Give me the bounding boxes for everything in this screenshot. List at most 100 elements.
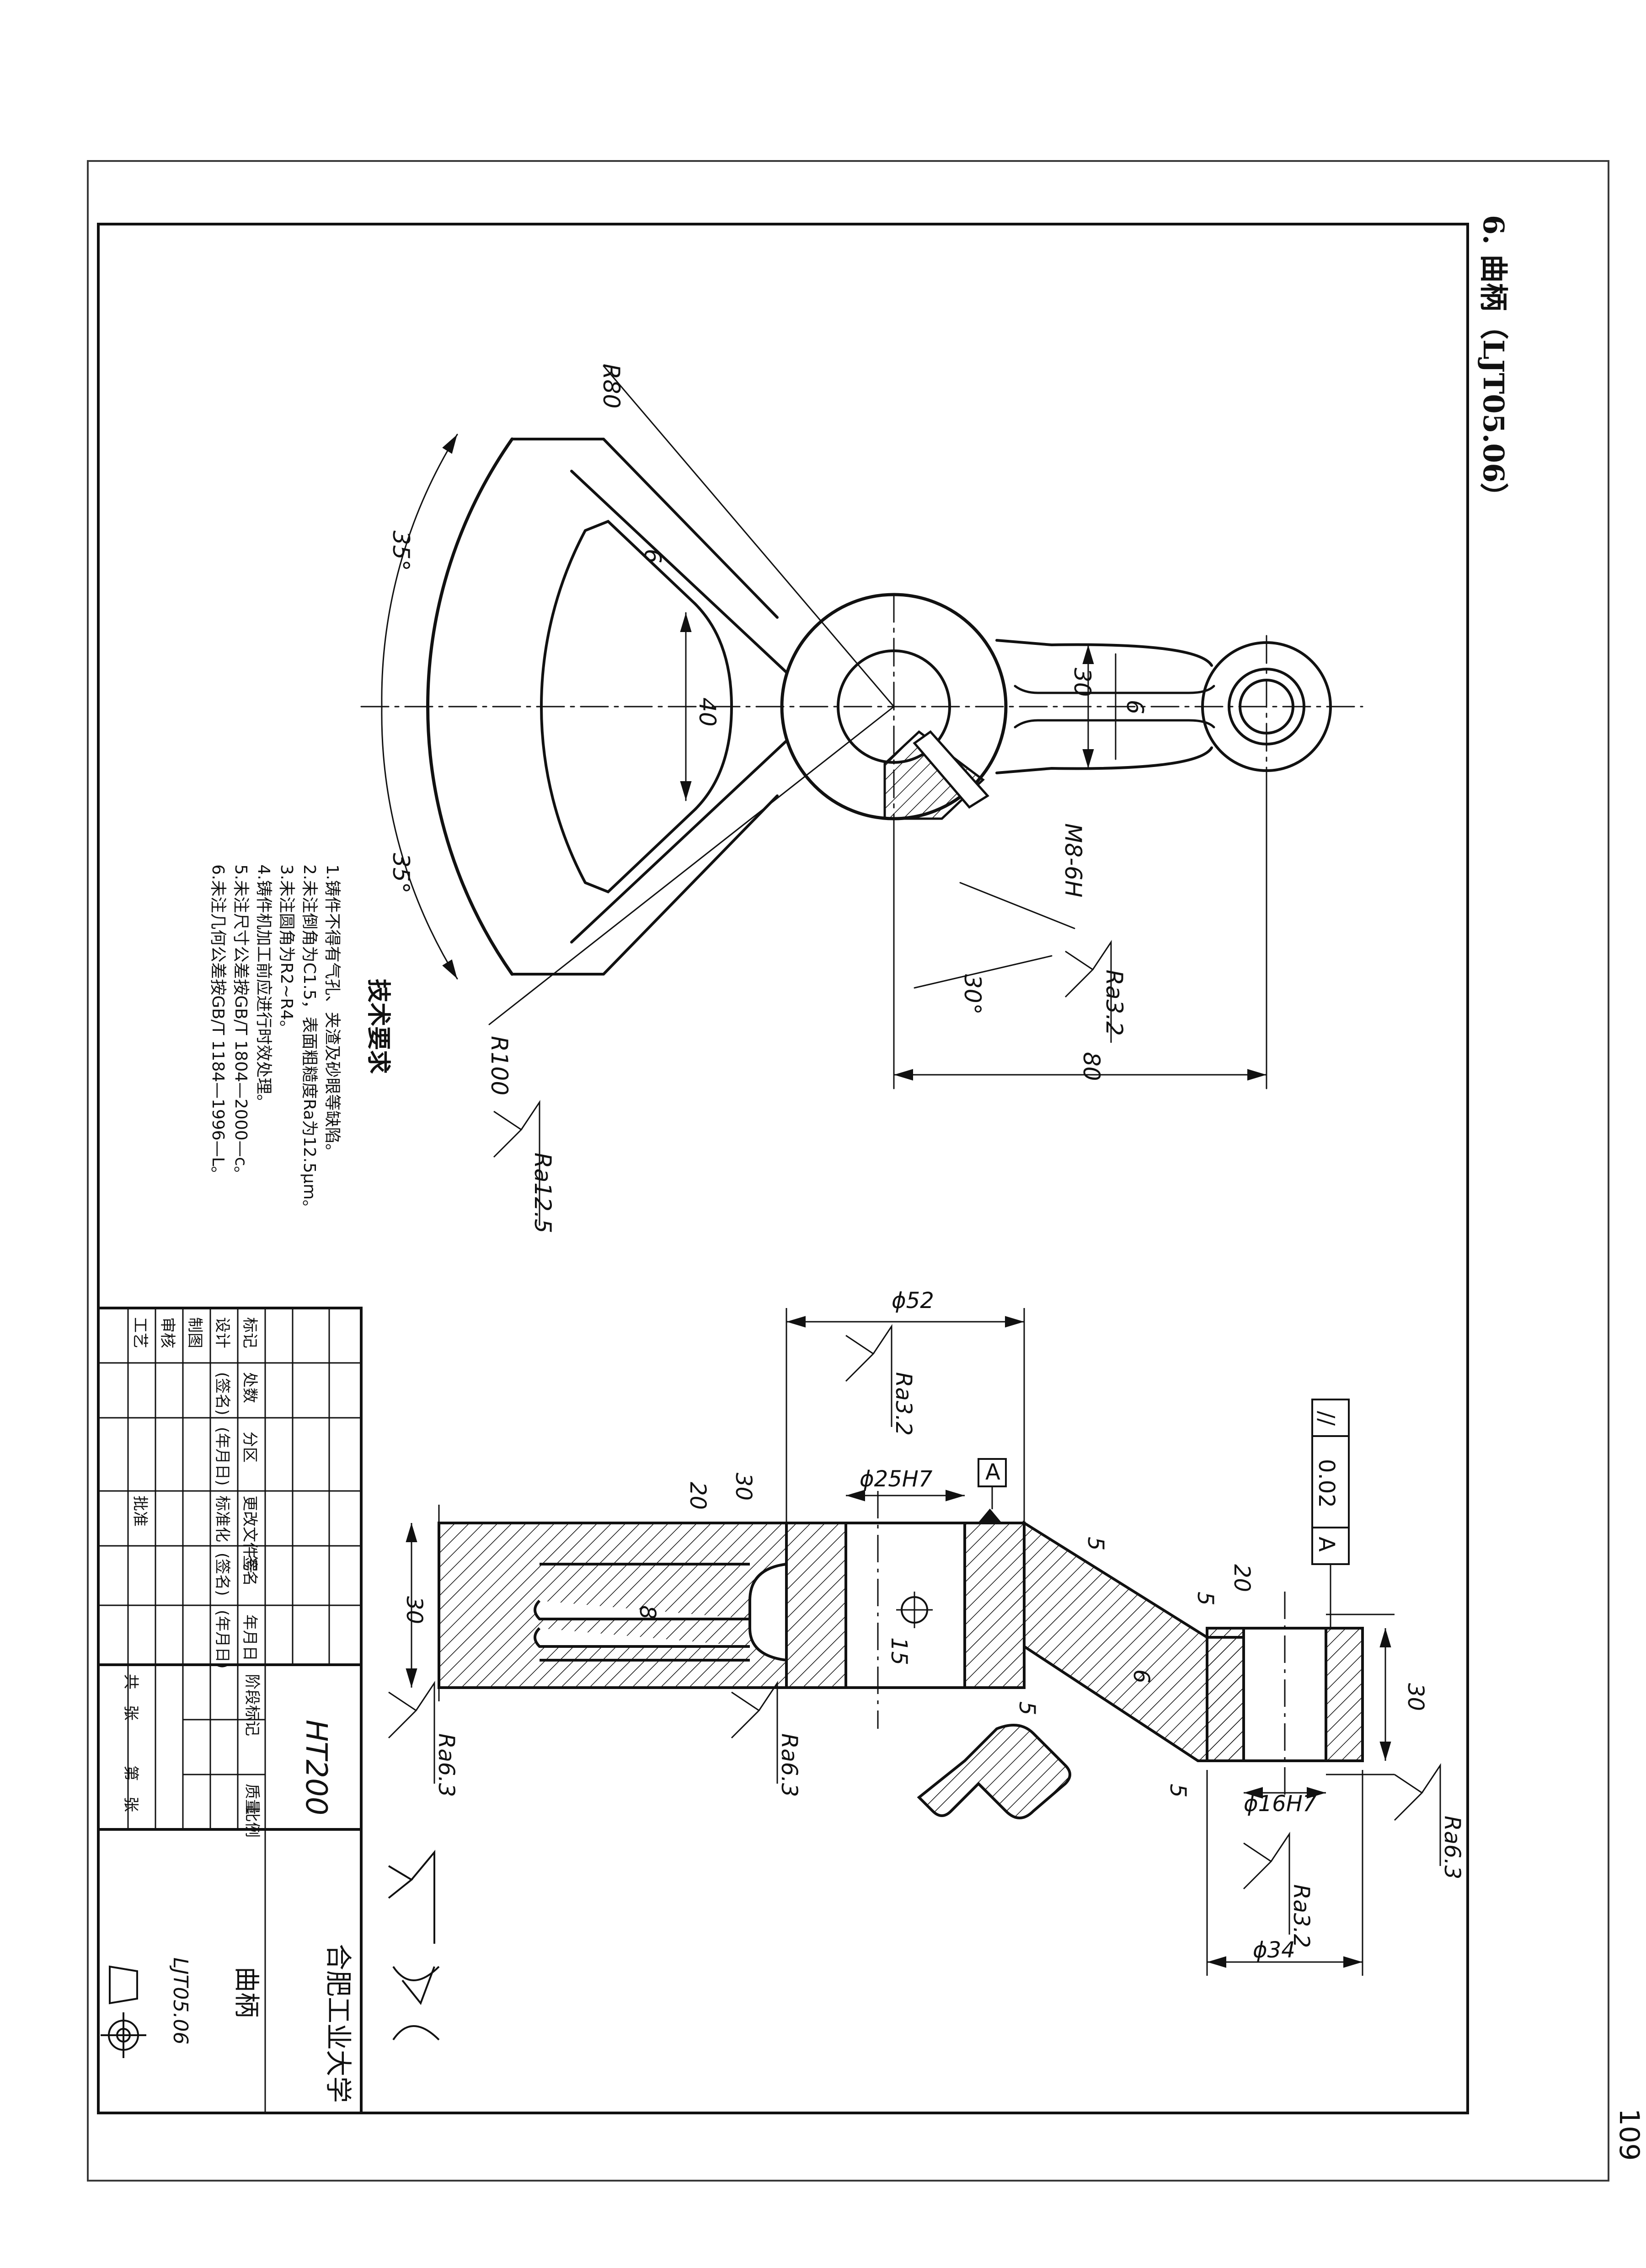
tb-d-sign2: (签名): [213, 1553, 231, 1596]
tb-row-mark: 标记: [240, 1317, 259, 1348]
tech-item-6: 6.未注几何公差按GB/T 1184—1996—L。: [208, 864, 227, 1183]
sector-arm-lower: [570, 740, 788, 976]
dim-20-b: 20: [1229, 1564, 1255, 1592]
dim-5-b: 5: [1192, 1592, 1218, 1606]
dim-40: 40: [694, 697, 721, 727]
tech-item-1: 1.铸件不得有气孔、夹渣及砂眼等缺陷。: [323, 864, 342, 1160]
sector-inner-web: [694, 602, 733, 811]
title-block: [97, 1307, 363, 2114]
tech-item-3: 3.未注圆角为R2~R4。: [277, 864, 296, 1036]
dim-5-a: 5: [1083, 1537, 1108, 1551]
datum-triangle: [977, 1508, 1003, 1523]
link-rib: [1014, 685, 1215, 729]
tb-drawing-no: LJT05.06: [169, 1957, 192, 2044]
dim-angle-left: 35°: [388, 531, 414, 571]
m8-leader: [959, 882, 1075, 929]
dim-r80: R80: [598, 364, 625, 408]
tech-requirements: 技术要求 1.铸件不得有气孔、夹渣及砂眼等缺陷。 2.未注倒角为C1.5，表面粗…: [208, 864, 392, 1216]
tolerance-datum: A: [1314, 1537, 1339, 1552]
dim-6: 6: [1128, 1669, 1154, 1684]
dim-8: 8: [635, 1605, 660, 1619]
small-boss-bore: [1239, 679, 1294, 735]
title-block-text: 标记 设计 制图 审核 工艺 处数 分区 更改文件号 签名 年月日 (签名) (…: [122, 1317, 354, 2103]
tb-weight: 质量: [243, 1784, 261, 1815]
tb-h-change: 更改文件号: [240, 1496, 259, 1573]
dim-d52: ϕ52: [892, 1288, 934, 1314]
small-boss-ring: [1228, 668, 1305, 745]
dim-30-link: 30: [1069, 668, 1096, 697]
m8-hole: [913, 730, 989, 809]
dim-6-arm: 6: [639, 549, 666, 563]
tb-sheets-total: 共 张: [122, 1674, 140, 1721]
dim-30deg: 30°: [959, 974, 986, 1015]
roughness-ra63-a: Ra6.3: [776, 1733, 802, 1797]
roughness-ra63-c: Ra6.3: [1439, 1816, 1465, 1879]
dim-6-link: 6: [1122, 700, 1148, 714]
tb-h-count: 处数: [240, 1372, 259, 1403]
roughness-ra32-top: Ra3.2: [1101, 970, 1128, 1036]
drawing-border: [97, 223, 1469, 2114]
tb-row-review: 审核: [158, 1317, 176, 1348]
tech-item-2: 2.未注倒角为C1.5，表面粗糙度Ra为12.5μm。: [300, 864, 319, 1216]
page-frame: [87, 160, 1609, 2182]
sector-arm-upper: [570, 438, 788, 674]
dim-20-a: 20: [685, 1482, 711, 1510]
link-arm: [995, 639, 1213, 774]
crank-top-view: [360, 365, 1363, 1089]
dim-m8: M8-6H: [1060, 823, 1086, 897]
tb-university: 合肥工业大学: [323, 1944, 354, 2103]
tb-sheet-no: 第 张: [122, 1765, 140, 1812]
tech-item-5: 5.未注尺寸公差按GB/T 1804—2000—c。: [231, 864, 250, 1183]
crank-section-view: [388, 1308, 1441, 2041]
dim-angle-right: 35°: [388, 853, 414, 894]
dim-d25h7: ϕ25H7: [860, 1466, 933, 1492]
tolerance-value: 0.02: [1314, 1459, 1339, 1508]
dim-5-d: 5: [1165, 1784, 1191, 1798]
roughness-ra125-top: Ra12.5: [529, 1153, 556, 1233]
dim-15: 15: [886, 1637, 912, 1665]
tb-h-zone: 分区: [240, 1432, 259, 1463]
tb-d-date2: (年月日): [213, 1610, 231, 1669]
dim-80: 80: [1078, 1052, 1105, 1081]
section-hub-left: [785, 1522, 847, 1689]
tb-d-sign: (签名): [213, 1372, 231, 1415]
sector-outer-edge: [511, 438, 605, 976]
sector-outer-arc: [426, 437, 514, 976]
tb-h-date: 年月日: [240, 1614, 259, 1661]
general-roughness: [388, 1850, 440, 2041]
r100-leader: [488, 706, 895, 1025]
dim-d34: ϕ34: [1253, 1937, 1295, 1963]
tb-d-date: (年月日): [213, 1427, 231, 1486]
datum-label: A: [985, 1459, 1000, 1485]
dim-5-c: 5: [1014, 1701, 1040, 1716]
datum-box: [978, 1458, 1007, 1487]
tb-material: HT200: [299, 1720, 333, 1815]
dim-30-a: 30: [731, 1473, 756, 1501]
section-left-boss: [438, 1522, 788, 1689]
small-boss-outer: [1201, 641, 1332, 772]
tb-approve: 批准: [131, 1496, 149, 1527]
dim-30deg-line: [914, 955, 1053, 989]
r80-leader: [603, 365, 895, 708]
roughness-ra63-b: Ra6.3: [433, 1733, 459, 1797]
roughness-symbols-top: [493, 940, 1112, 1226]
roughness-ra32-b: Ra3.2: [1288, 1884, 1314, 1948]
section-hub-right: [963, 1522, 1026, 1689]
dim-30-c: 30: [1403, 1683, 1428, 1711]
tb-row-draw: 制图: [186, 1317, 204, 1348]
tolerance-symbol: //: [1314, 1411, 1339, 1426]
sector-inner-arc: [540, 520, 696, 894]
tb-d-std: 标准化: [213, 1496, 231, 1542]
tech-item-4: 4.铸件机加工前应进行时效处理。: [254, 864, 273, 1110]
dim-d16h7: ϕ16H7: [1244, 1791, 1317, 1817]
tb-row-process: 工艺: [131, 1317, 149, 1348]
revolved-section: [917, 1724, 1071, 1819]
section-web: [534, 1563, 750, 1662]
tb-scale: 比例: [243, 1807, 261, 1838]
dim-30-b: 30: [401, 1596, 427, 1624]
tb-stage: 阶段标记: [243, 1674, 261, 1736]
tb-h-sign: 签名: [240, 1555, 259, 1586]
roughness-ra32-a: Ra3.2: [891, 1372, 916, 1436]
projection-symbol: [101, 1965, 146, 2058]
